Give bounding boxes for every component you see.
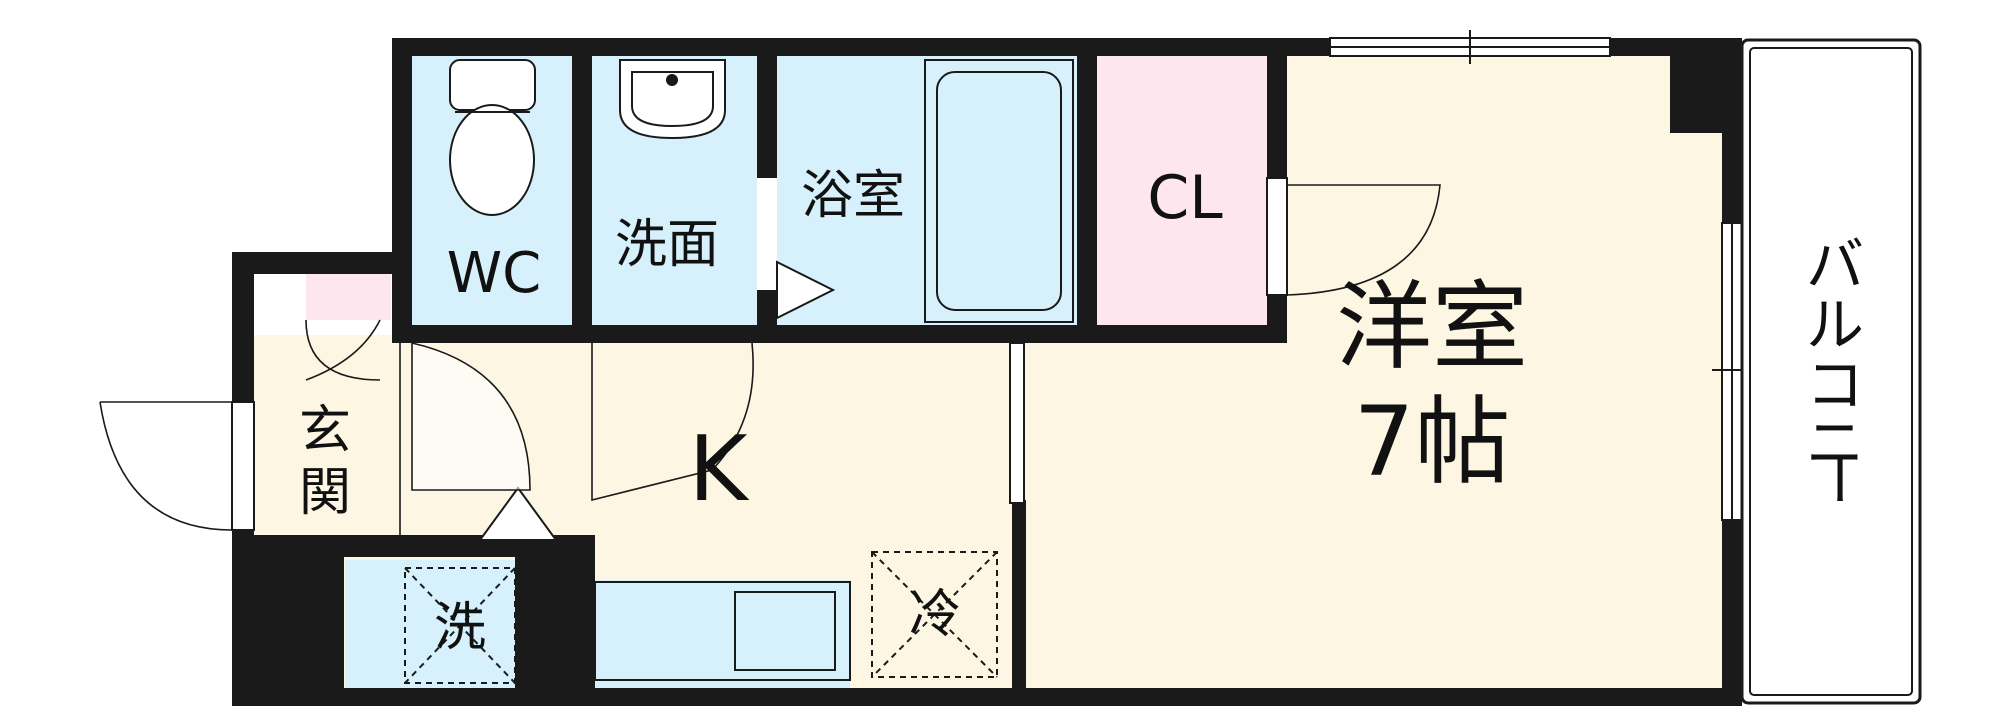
- western-room-label: 洋室: [1336, 271, 1528, 383]
- wc-label: WC: [447, 241, 541, 306]
- sliding-partition: [1009, 342, 1025, 504]
- balcony-char: ニ: [1806, 409, 1864, 477]
- balcony-char: ー: [1804, 449, 1872, 507]
- entrance-label-bottom: 関: [299, 463, 351, 523]
- bathroom-label: 浴室: [801, 166, 905, 226]
- bathroom-door-icon: [776, 260, 836, 320]
- kitchen-sink-icon: [734, 591, 836, 671]
- walls: [232, 38, 1742, 706]
- kitchen-counter-area: [595, 580, 850, 690]
- entry-step-icon: [478, 486, 558, 541]
- sink-icon: [619, 59, 726, 140]
- washer-pan-icon: [404, 567, 516, 684]
- fixtures: [404, 59, 1288, 684]
- door-swings: [99, 184, 1441, 535]
- kitchen-label: K: [688, 417, 749, 522]
- closet-label: CL: [1147, 163, 1223, 233]
- balcony-label: バ ル コ ニ ー: [1804, 231, 1872, 507]
- fridge-space-icon: [871, 551, 998, 678]
- western-room-size-label: 7帖: [1353, 386, 1510, 498]
- entrance-label-top: 玄: [299, 401, 351, 461]
- balcony-outline: [1740, 38, 1922, 705]
- toilet-icon: [449, 59, 536, 216]
- entrance-floor: [250, 380, 400, 535]
- entrance-door-frame: [231, 401, 255, 531]
- fridge-label: 冷: [909, 585, 961, 645]
- kitchen-counter-icon: [594, 581, 851, 681]
- room-labels: WC 洗面 浴室 CL 洋室 7帖 K 玄 関 洗 冷 バ ル コ ニ ー: [299, 163, 1872, 658]
- shoe-closet: [306, 272, 391, 320]
- bathtub-icon: [924, 59, 1074, 323]
- balcony-char: バ: [1806, 231, 1864, 299]
- balcony-char: コ: [1806, 351, 1864, 419]
- closet-floor: [1097, 55, 1267, 325]
- laundry-label: 洗: [434, 598, 486, 658]
- laundry-area: [345, 560, 515, 688]
- washroom-label: 洗面: [615, 215, 719, 275]
- balcony-char: ル: [1806, 291, 1864, 359]
